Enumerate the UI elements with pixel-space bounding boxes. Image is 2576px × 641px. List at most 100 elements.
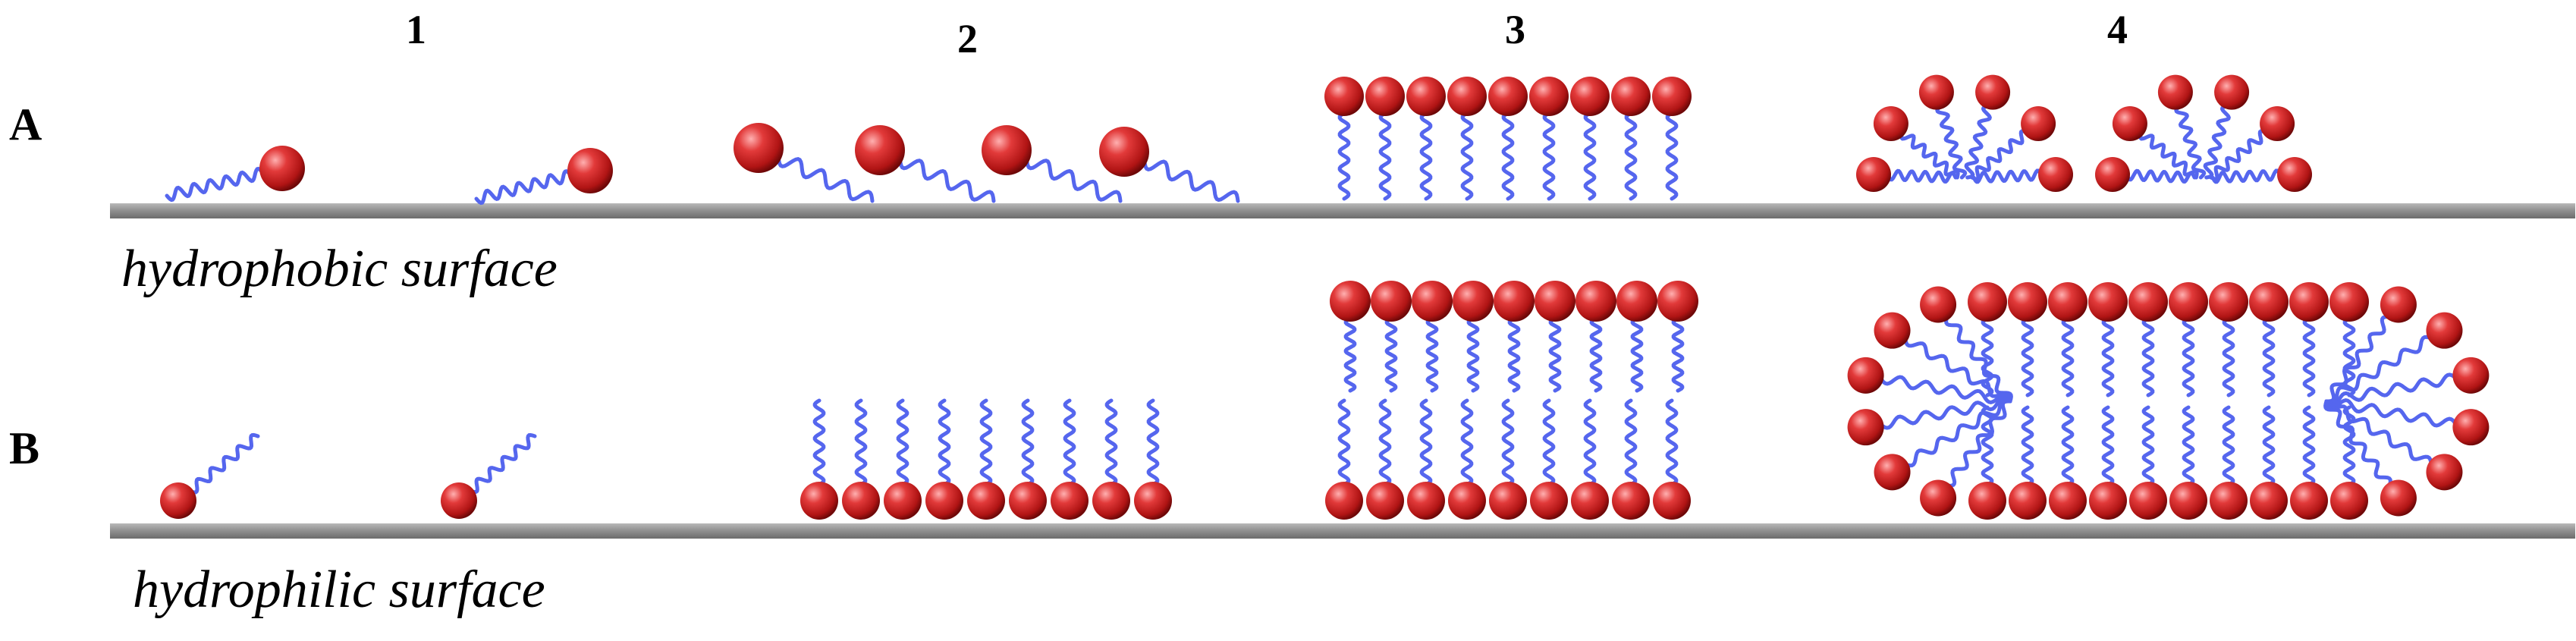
lipid-head-icon: [925, 482, 963, 520]
lipid-tail-icon: [1903, 336, 2012, 404]
lipid-head-icon: [1874, 312, 1911, 349]
lipid-tail-icon: [938, 398, 951, 487]
lipid-tail-icon: [2324, 315, 2392, 404]
lipid-head-icon: [1847, 357, 1884, 394]
lipid-tail-icon: [1104, 398, 1118, 487]
lipid-tail-icon: [2125, 168, 2197, 184]
lipid-tail-icon: [474, 169, 573, 206]
lipid-tail-icon: [1501, 398, 1515, 487]
lipid-tail-icon: [1542, 398, 1556, 487]
lipid-tail-icon: [2141, 405, 2155, 487]
lipid-head-icon: [1529, 77, 1569, 116]
lipid-head-icon: [1847, 409, 1884, 446]
lipid-head-icon: [1051, 482, 1089, 520]
lipid-tail-icon: [2021, 405, 2034, 487]
lipid-head-icon: [1009, 482, 1047, 520]
lipid-tail-icon: [1466, 316, 1480, 393]
lipid-tail-icon: [1971, 168, 2044, 184]
lipid-head-icon: [1920, 479, 1957, 517]
lipid-head-icon: [1134, 482, 1172, 520]
lipid-tail-icon: [2324, 335, 2433, 405]
lipid-head-icon: [2089, 482, 2127, 520]
surface-b: [110, 523, 2575, 539]
lipid-head-icon: [1571, 482, 1609, 520]
lipid-head-icon: [1489, 482, 1527, 520]
lipid-head-icon: [1611, 77, 1651, 116]
lipid-tail-icon: [2324, 372, 2458, 407]
lipid-head-icon: [967, 482, 1005, 520]
lipid-head-icon: [1653, 482, 1691, 520]
lipid-tail-icon: [2061, 405, 2075, 487]
lipid-tail-icon: [1021, 398, 1035, 487]
lipid-tail-icon: [1337, 111, 1351, 201]
lipid-tail-icon: [1507, 316, 1521, 393]
lipid-head-icon: [982, 125, 1032, 175]
lipid-tail-icon: [1337, 398, 1351, 487]
lipid-tail-icon: [1542, 111, 1556, 201]
lipid-head-icon: [1092, 482, 1130, 520]
lipid-head-icon: [884, 482, 922, 520]
lipid-head-icon: [567, 148, 613, 193]
lipid-tail-icon: [2222, 316, 2235, 397]
row-label-b: B: [9, 423, 40, 473]
lipid-head-icon: [1535, 281, 1575, 322]
lipid-head-icon: [2250, 482, 2288, 520]
column-label-1: 1: [406, 7, 426, 52]
lipid-head-icon: [1330, 281, 1371, 322]
lipid-tail-icon: [1903, 397, 2012, 468]
lipid-tail-icon: [2174, 104, 2207, 180]
lipid-head-icon: [800, 482, 838, 520]
lipid-tail-icon: [979, 398, 993, 487]
lipid-head-icon: [1975, 74, 2011, 110]
lipid-head-icon: [2048, 282, 2088, 322]
lipid-head-icon: [259, 146, 305, 191]
lipid-tail-icon: [188, 432, 260, 495]
lipid-head-icon: [1412, 281, 1453, 322]
lipid-head-icon: [1494, 281, 1535, 322]
lipid-tail-icon: [1378, 111, 1392, 201]
lipid-head-icon: [2008, 282, 2047, 322]
lipid-tail-icon: [2101, 405, 2115, 487]
column-label-2: 2: [957, 16, 978, 61]
lipid-head-icon: [1453, 281, 1494, 322]
lipid-head-icon: [2452, 409, 2490, 446]
row-label-a: A: [9, 99, 42, 149]
lipid-head-icon: [1447, 77, 1487, 116]
lipid-head-icon: [1366, 482, 1404, 520]
lipid-tail-icon: [1886, 168, 1958, 184]
lipid-tail-icon: [1964, 104, 1992, 180]
lipid-tail-icon: [1146, 398, 1160, 487]
lipid-head-icon: [1407, 482, 1445, 520]
lipid-tail-icon: [1589, 316, 1603, 393]
lipid-head-icon: [2330, 482, 2368, 520]
lipid-tail-icon: [1460, 111, 1474, 201]
lipid-head-icon: [2021, 105, 2056, 141]
lipid-tail-icon: [854, 398, 868, 487]
lipid-tail-icon: [2302, 405, 2316, 487]
lipid-tail-icon: [2182, 316, 2195, 397]
lipid-tail-icon: [1343, 316, 1357, 393]
lipid-tail-icon: [2021, 316, 2034, 397]
lipid-head-icon: [1920, 286, 1957, 323]
lipid-head-icon: [2157, 74, 2193, 110]
lipid-tail-icon: [1548, 316, 1562, 393]
lipid-tail-icon: [2182, 405, 2195, 487]
lipid-tail-icon: [1583, 111, 1597, 201]
lipid-tail-icon: [1425, 316, 1439, 393]
lipid-head-icon: [1570, 77, 1610, 116]
lipid-tail-icon: [896, 398, 909, 487]
lipid-tail-icon: [2302, 316, 2316, 397]
lipid-head-icon: [2038, 157, 2073, 192]
lipid-tail-icon: [2138, 130, 2199, 180]
lipid-heads: [160, 74, 2490, 520]
lipid-tail-icon: [898, 157, 996, 203]
lipid-head-icon: [1657, 281, 1698, 322]
lipid-head-icon: [2380, 286, 2417, 323]
lipid-head-icon: [855, 125, 905, 175]
lipid-head-icon: [2290, 482, 2328, 520]
lipid-tail-icon: [165, 166, 265, 203]
lipid-head-icon: [1918, 74, 1954, 110]
lipid-head-icon: [1365, 77, 1405, 116]
lipid-head-icon: [2452, 357, 2490, 394]
